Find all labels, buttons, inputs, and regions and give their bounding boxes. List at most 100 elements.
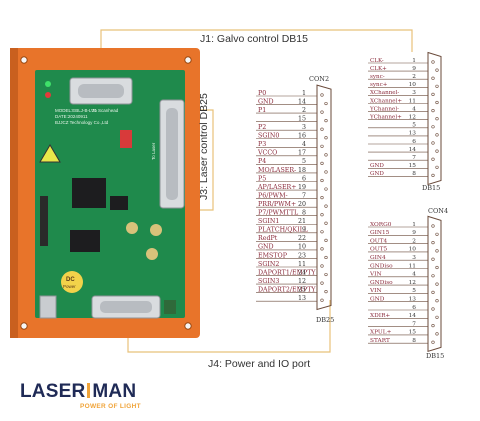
db15-top-pin-number: 14	[409, 147, 417, 153]
con2-pin-number: 11	[298, 261, 306, 268]
con2-pin-label: SGIN1	[258, 218, 279, 225]
con4-pin-number: 12	[409, 280, 417, 286]
db15-top-pin-number: 1	[412, 58, 416, 64]
con2-pin-dot	[324, 101, 328, 106]
con4-pin-dot	[435, 299, 439, 303]
con2-pin-number: 3	[302, 124, 306, 131]
con2-pin-dot	[324, 119, 328, 123]
con4-title: CON4	[428, 207, 448, 215]
con4-pin-label: GNDiso	[370, 263, 393, 269]
db15-top-pin-number: 10	[409, 82, 417, 88]
logo-tagline: POWER OF LIGHT	[80, 403, 141, 410]
db15-top-pin-row: 14	[368, 147, 428, 153]
mount-hole-top-left	[20, 56, 28, 64]
db15-top-pin-dot	[435, 68, 439, 72]
mount-hole-top-right	[184, 56, 192, 64]
j1-leader-line	[100, 29, 413, 58]
con4-pin-dot	[431, 290, 435, 295]
j4-leader-line	[127, 300, 331, 353]
con2-pin-number: 23	[298, 252, 306, 259]
db15-top-pin-number: 13	[409, 131, 417, 137]
laser-label: To Laser	[151, 142, 156, 160]
con4-pin-dot	[431, 257, 435, 261]
usb-port	[39, 295, 57, 319]
con4-pin-label: OUT5	[370, 247, 388, 253]
io-connector-face	[100, 301, 152, 313]
db15-top-pin-row: 5	[368, 123, 428, 129]
con2-pin-number: 10	[298, 244, 306, 251]
con2-pin-dot	[324, 187, 328, 191]
db15-top-rows: CLK-1CLK+9sync-2sync+10XChannel-3XChanne…	[368, 58, 428, 177]
logo-divider-bar	[87, 383, 91, 398]
db15-top-pin-number: 9	[412, 66, 416, 72]
con2-pin-dot	[320, 110, 324, 114]
db15-top-pin-row: 7	[368, 155, 428, 161]
con2-title: CON2	[309, 75, 329, 83]
casing-edge-shadow	[10, 48, 18, 338]
con2-pin-row: 15	[256, 115, 317, 122]
con2-pin-dot	[320, 127, 324, 131]
con4-pin-dot	[435, 249, 439, 253]
dc-label: DC	[66, 277, 75, 283]
con4-pin-label: VIN	[369, 272, 382, 278]
j1-label: J1: Galvo control DB15	[200, 33, 308, 45]
con4-pin-dot	[435, 282, 439, 286]
con4-pin-dot	[435, 265, 439, 270]
con4-pin-dot	[431, 274, 435, 278]
db15-top-footer: DB15	[422, 184, 440, 192]
db15-top-pin-dot	[431, 157, 435, 161]
con2-pin-label: RedPt	[258, 235, 278, 242]
leader-lines	[100, 29, 413, 353]
con2-pin-number: 18	[298, 167, 306, 174]
con2-pin-dot	[320, 213, 324, 217]
con2-pin-number: 21	[298, 218, 306, 225]
mount-hole-bottom-right	[184, 322, 192, 330]
dc-sticker	[61, 271, 83, 293]
con2-pin-dot	[324, 170, 328, 174]
db15-top-pin-label: GND	[370, 171, 384, 177]
capacitor-3	[146, 248, 158, 260]
con2-pin-dot	[324, 238, 328, 242]
capacitor-1	[126, 222, 138, 234]
con4-pin-number: 4	[412, 272, 416, 278]
db15-top-pin-row: YChannel-4	[368, 106, 428, 112]
con2-pin-row: P6/PWM-7	[256, 192, 317, 199]
pin-header	[40, 196, 48, 246]
db15-top-pin-dot	[431, 76, 435, 80]
con4-pin-dot	[435, 315, 439, 319]
db15-top-pin-row: 13	[368, 131, 428, 137]
con2-pin-dot	[324, 204, 328, 208]
con2-pin-label: P3	[258, 141, 266, 148]
con2-pin-dot	[320, 161, 324, 165]
db15-top-pin-row: XChannel-3	[368, 90, 428, 96]
con2-pin-label: EMSTOP	[258, 252, 288, 259]
con2-footer: DB25	[316, 316, 334, 324]
con2-pin-label: P5	[258, 175, 266, 182]
con2-pin-dot	[320, 281, 324, 285]
con2-pin-number: 14	[298, 98, 306, 105]
con2-pin-row: 13	[256, 295, 317, 302]
con2-pin-dot	[320, 144, 324, 148]
con2-pin-dot	[324, 255, 328, 260]
db15-top-pin-number: 11	[409, 98, 416, 104]
con4-pin-dot	[435, 332, 439, 336]
con2-pin-label: MO/LASER-	[258, 167, 296, 174]
